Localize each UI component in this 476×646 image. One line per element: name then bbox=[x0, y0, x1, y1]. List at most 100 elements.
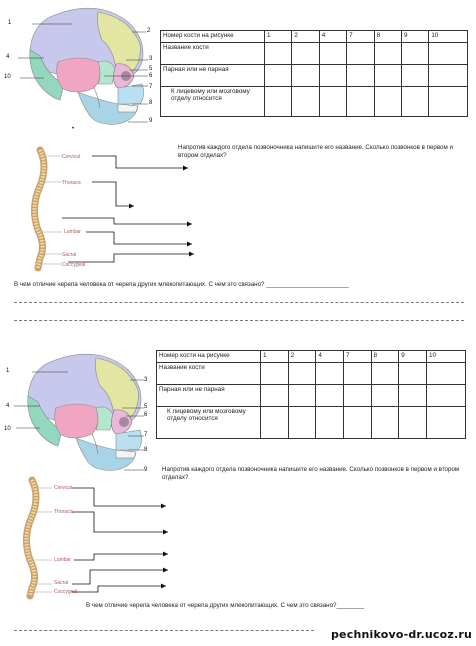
table-number: 9 bbox=[400, 30, 430, 43]
table-cell[interactable] bbox=[425, 406, 467, 439]
skull-label: 3 bbox=[144, 377, 148, 383]
table-cell[interactable] bbox=[318, 64, 348, 87]
table-row-label: Парная или не парная bbox=[160, 64, 265, 87]
table-cell[interactable] bbox=[398, 362, 427, 385]
table-cell[interactable] bbox=[263, 64, 293, 87]
skull-label: 5 bbox=[144, 404, 148, 410]
skull-question: В чем отличие черепа человека от черепа … bbox=[14, 281, 349, 288]
spine-tag: Thoracic bbox=[54, 509, 74, 515]
table-cell[interactable] bbox=[398, 406, 427, 439]
table-cell[interactable] bbox=[318, 42, 348, 65]
table-cell[interactable] bbox=[260, 406, 289, 439]
table-cell[interactable] bbox=[346, 42, 375, 65]
spine-illustration bbox=[31, 146, 194, 272]
table-cell[interactable] bbox=[287, 362, 317, 385]
table-cell[interactable] bbox=[315, 406, 344, 439]
spine-question: Напротив каждого отдела позвоночника нап… bbox=[162, 466, 460, 481]
table-header: Номер кости на рисунке bbox=[156, 350, 261, 363]
table-cell[interactable] bbox=[318, 86, 348, 117]
skull-label: 1 bbox=[6, 368, 10, 374]
answer-line[interactable] bbox=[14, 302, 464, 303]
table-cell[interactable] bbox=[342, 384, 372, 407]
spine-tag: Sacral bbox=[54, 580, 69, 586]
skull-question: В чем отличие черепа человека от черепа … bbox=[86, 602, 365, 609]
skull-label: 8 bbox=[144, 447, 148, 453]
table-cell[interactable] bbox=[428, 42, 468, 65]
table-cell[interactable] bbox=[291, 64, 320, 87]
table-cell[interactable] bbox=[260, 384, 289, 407]
spine-tag: Cervical bbox=[62, 154, 81, 160]
table-cell[interactable] bbox=[260, 362, 289, 385]
table-cell[interactable] bbox=[400, 42, 430, 65]
table-cell[interactable] bbox=[287, 406, 317, 439]
watermark: pechnikovo-dr.ucoz.ru bbox=[330, 628, 472, 641]
skull-label: 9 bbox=[149, 118, 153, 124]
skull-label: 1 bbox=[8, 20, 12, 26]
skull-illustration bbox=[14, 353, 144, 471]
answer-line[interactable] bbox=[14, 320, 464, 321]
spine-tag: Cervical bbox=[54, 485, 73, 491]
table-number: 1 bbox=[260, 350, 289, 363]
bone-table: Номер кости на рисунке 1 2 4 7 8 9 10 На… bbox=[156, 350, 467, 439]
table-row-label: Название кости bbox=[160, 42, 265, 65]
table-cell[interactable] bbox=[263, 42, 293, 65]
spine-question: Напротив каждого отдела позвоночника нап… bbox=[178, 144, 453, 159]
table-cell[interactable] bbox=[263, 86, 293, 117]
table-row-label: К лицевому или мозговому отделу относитс… bbox=[160, 86, 265, 117]
table-cell[interactable] bbox=[400, 64, 430, 87]
skull-label: 6 bbox=[149, 73, 153, 79]
skull-illustration bbox=[18, 7, 148, 125]
spine-tag: Lumbar bbox=[54, 557, 71, 563]
skull-label: 3 bbox=[149, 56, 153, 62]
table-cell[interactable] bbox=[428, 64, 468, 87]
table-cell[interactable] bbox=[370, 406, 400, 439]
table-cell[interactable] bbox=[342, 362, 372, 385]
spine-illustration bbox=[23, 476, 168, 600]
table-cell[interactable] bbox=[428, 86, 468, 117]
skull-label: 6 bbox=[144, 412, 148, 418]
table-number: 7 bbox=[346, 30, 375, 43]
spine-tag: Coccygeal bbox=[54, 589, 78, 595]
table-cell[interactable] bbox=[400, 86, 430, 117]
skull-label: 2 bbox=[147, 28, 151, 34]
table-number: 7 bbox=[342, 350, 372, 363]
skull-label: 4 bbox=[6, 54, 10, 60]
table-header: Номер кости на рисунке bbox=[160, 30, 265, 43]
table-row-label: К лицевому или мозговому отделу относитс… bbox=[156, 406, 261, 439]
table-number: 2 bbox=[291, 30, 320, 43]
table-number: 10 bbox=[425, 350, 467, 363]
skull-label: 4 bbox=[6, 403, 10, 409]
skull-label: 5 bbox=[149, 66, 153, 72]
table-cell[interactable] bbox=[346, 64, 375, 87]
table-cell[interactable] bbox=[287, 384, 317, 407]
table-cell[interactable] bbox=[373, 86, 402, 117]
table-cell[interactable] bbox=[346, 86, 375, 117]
table-number: 9 bbox=[398, 350, 427, 363]
dot-mark: • bbox=[72, 126, 75, 132]
table-cell[interactable] bbox=[370, 384, 400, 407]
skull-label: 7 bbox=[144, 432, 148, 438]
table-cell[interactable] bbox=[342, 406, 372, 439]
table-cell[interactable] bbox=[373, 64, 402, 87]
bone-table: Номер кости на рисунке 1 2 4 7 8 9 10 На… bbox=[160, 30, 468, 117]
table-number: 4 bbox=[318, 30, 348, 43]
table-cell[interactable] bbox=[373, 42, 402, 65]
table-cell[interactable] bbox=[291, 42, 320, 65]
table-cell[interactable] bbox=[425, 362, 467, 385]
table-number: 2 bbox=[287, 350, 317, 363]
table-cell[interactable] bbox=[425, 384, 467, 407]
skull-label: 7 bbox=[149, 84, 153, 90]
table-row-label: Название кости bbox=[156, 362, 261, 385]
table-number: 1 bbox=[263, 30, 293, 43]
skull-label: 10 bbox=[4, 426, 11, 432]
spine-tag: Sacral bbox=[62, 252, 77, 258]
table-cell[interactable] bbox=[291, 86, 320, 117]
spine-tag: Thoracic bbox=[62, 180, 82, 186]
table-cell[interactable] bbox=[370, 362, 400, 385]
table-cell[interactable] bbox=[315, 362, 344, 385]
table-cell[interactable] bbox=[398, 384, 427, 407]
answer-line[interactable] bbox=[14, 630, 314, 631]
table-row-label: Парная или не парная bbox=[156, 384, 261, 407]
table-number: 8 bbox=[370, 350, 400, 363]
table-cell[interactable] bbox=[315, 384, 344, 407]
